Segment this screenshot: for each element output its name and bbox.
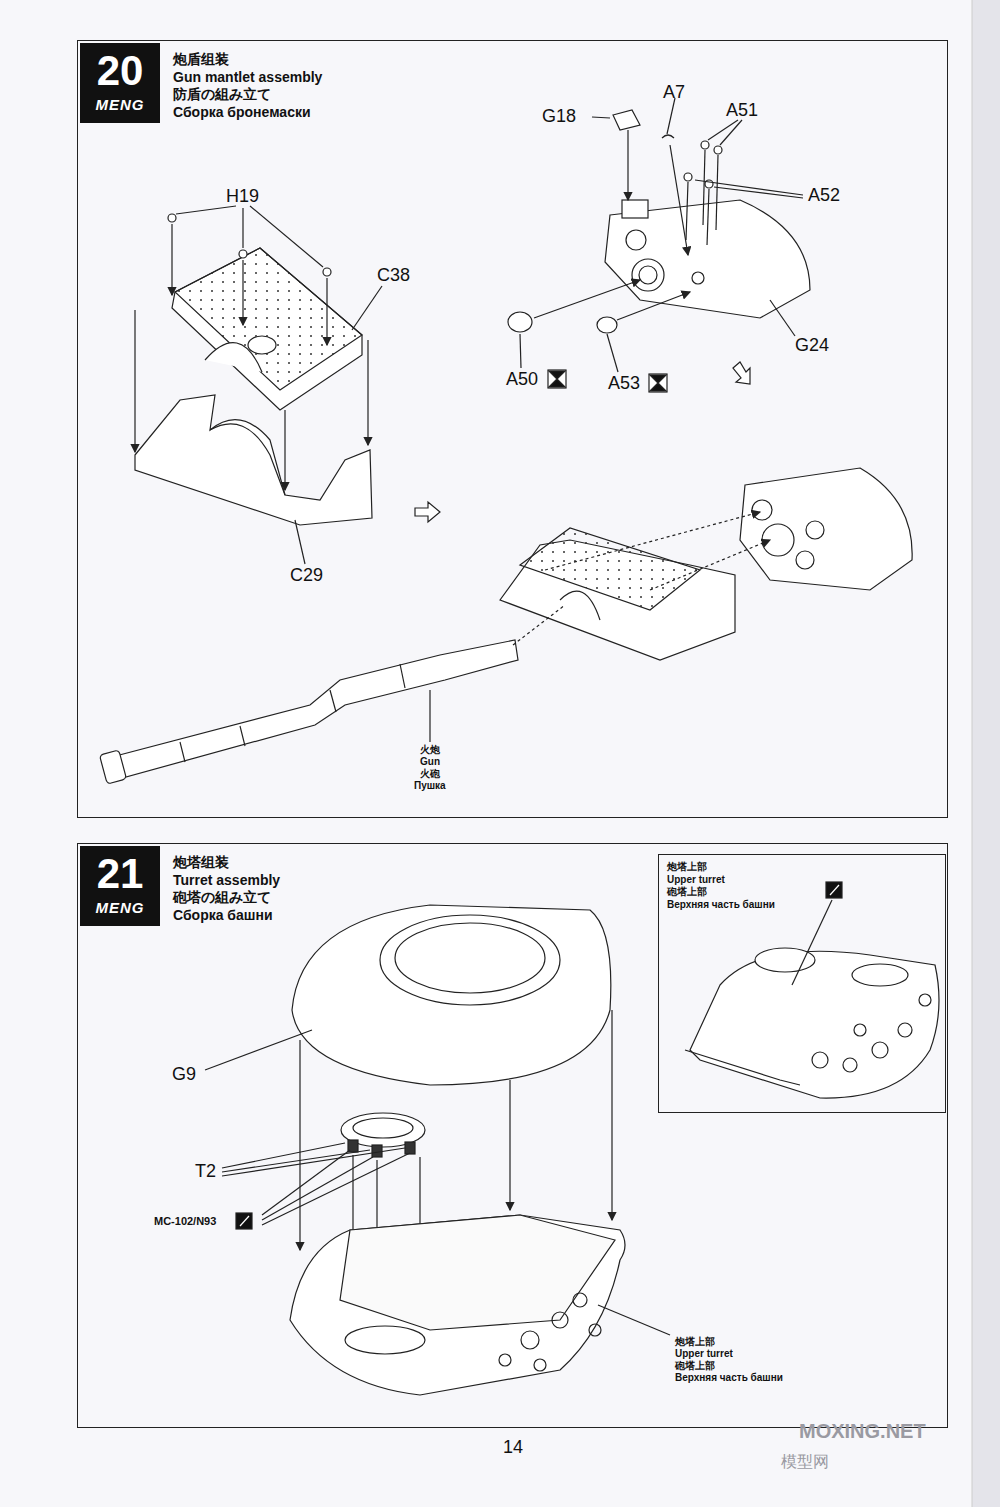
part-number: G9 (172, 1065, 196, 1085)
step-title: 炮盾组装 (173, 51, 322, 69)
callout-note: 炮塔上部 (675, 1336, 715, 1347)
part-number: G24 (795, 336, 829, 356)
step-title: 炮塔组装 (173, 854, 280, 872)
watermark: 模型网 (781, 1453, 829, 1471)
step-number: 21 (80, 850, 160, 898)
brand-logo: MENG (80, 898, 160, 918)
inset-panel: 炮塔上部Upper turret砲塔上部Верхняя часть башни (658, 854, 946, 1113)
step-title: 炮塔上部 (667, 861, 775, 874)
part-number: C29 (290, 566, 323, 586)
watermark: MOXING.NET (799, 1420, 926, 1442)
page-number: 14 (503, 1438, 523, 1458)
step-title: Сборка бронемаски (173, 104, 322, 122)
brand-logo: MENG (80, 95, 160, 115)
step-title: 砲塔上部 (667, 886, 775, 899)
callout-note: 砲塔上部 (675, 1360, 715, 1371)
gun-label: 火炮 (420, 744, 440, 755)
gun-label: Пушка (414, 780, 446, 791)
title-block: 炮盾组装Gun mantlet assembly防盾の組み立てСборка бр… (173, 51, 322, 121)
part-number: H19 (226, 187, 259, 207)
part-number: A7 (663, 83, 685, 103)
title-block: 炮塔组装Turret assembly砲塔の組み立てСборка башни (173, 854, 280, 924)
callout-note: Верхняя часть башни (675, 1372, 783, 1383)
step-title: Gun mantlet assembly (173, 69, 322, 87)
step-title: Верхняя часть башни (667, 899, 775, 912)
part-number: G18 (542, 107, 576, 127)
part-number: A51 (726, 101, 758, 121)
part-number: A52 (808, 186, 840, 206)
title-block: 炮塔上部Upper turret砲塔上部Верхняя часть башни (667, 861, 775, 911)
step-title: 砲塔の組み立て (173, 889, 280, 907)
step-title: Turret assembly (173, 872, 280, 890)
paint-code: MC-102/N93 (154, 1215, 216, 1227)
step-title: 防盾の組み立て (173, 86, 322, 104)
step-number: 20 (80, 47, 160, 95)
gun-label: Gun (420, 756, 440, 767)
callout-note: Upper turret (675, 1348, 733, 1359)
step-badge: 21MENG (80, 846, 160, 926)
part-number: A53 (608, 374, 640, 394)
step-title: Сборка башни (173, 907, 280, 925)
gun-label: 火砲 (420, 768, 440, 779)
step-panel: 炮盾组装Gun mantlet assembly防盾の組み立てСборка бр… (77, 40, 948, 818)
step-title: Upper turret (667, 874, 775, 887)
step-badge: 20MENG (80, 43, 160, 123)
part-number: T2 (195, 1162, 216, 1182)
step-panel: 炮塔组装Turret assembly砲塔の組み立てСборка башни21… (77, 843, 948, 1428)
part-number: A50 (506, 370, 538, 390)
part-number: C38 (377, 266, 410, 286)
